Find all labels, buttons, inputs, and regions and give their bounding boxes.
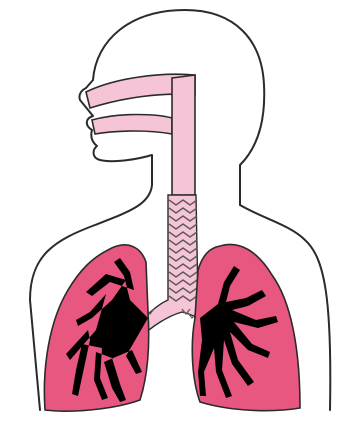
pharynx — [172, 75, 195, 195]
oral-passage — [92, 115, 172, 135]
